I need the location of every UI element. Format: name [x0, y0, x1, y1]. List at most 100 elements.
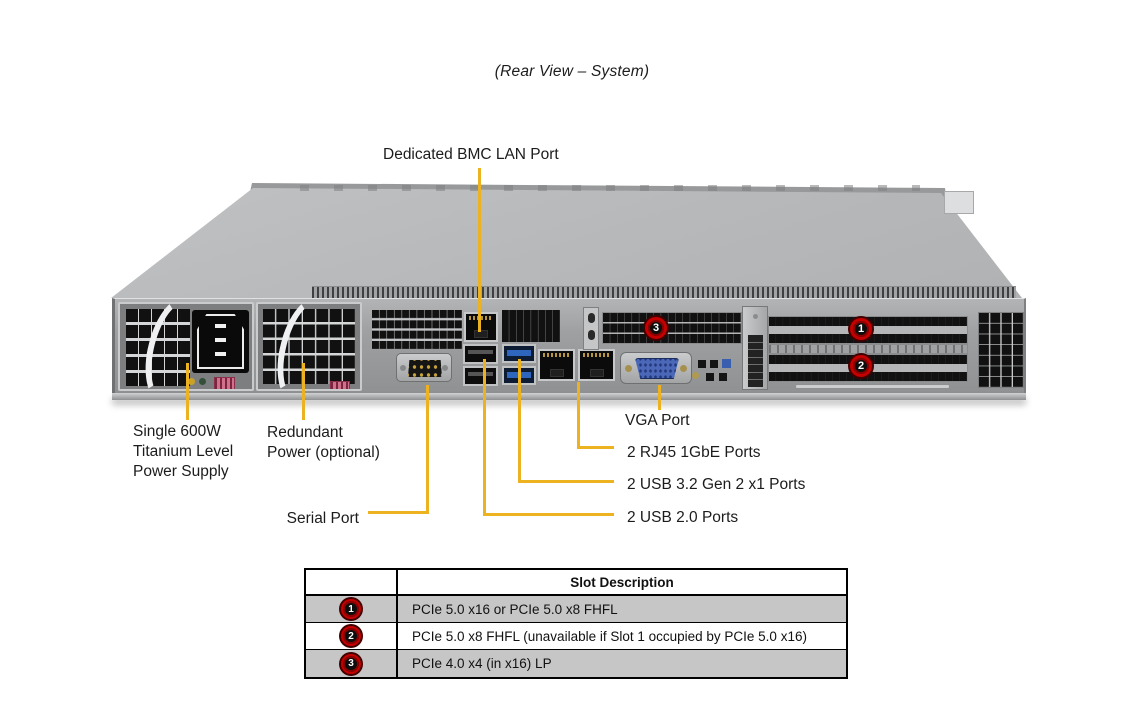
callout-line-serial-v	[426, 385, 429, 514]
psu-led-amber	[188, 378, 195, 385]
figure-caption: (Rear View – System)	[494, 63, 650, 80]
label-vga-port: VGA Port	[625, 412, 690, 429]
redundant-vent-grid	[263, 309, 355, 384]
lp-slot-bracket	[583, 307, 599, 350]
label-redundant: Redundant Power (optional)	[267, 423, 380, 463]
label-serial-port: Serial Port	[286, 510, 359, 527]
ac-inlet-pin	[215, 324, 226, 328]
label-redundant-line1: Redundant	[267, 424, 343, 441]
redundant-psu-bay	[256, 302, 362, 391]
slot-table-header-num-cell	[306, 570, 398, 594]
bmc-lan-port	[464, 312, 498, 342]
slot-number-cell: 2	[306, 623, 398, 649]
callout-line-usb3-h	[518, 480, 614, 483]
label-psu-line3: Power Supply	[133, 463, 229, 480]
io-misc-vent	[719, 373, 727, 381]
callout-line-psu	[186, 363, 189, 420]
callout-line-bmc	[478, 168, 481, 332]
chassis-bottom-lip	[112, 393, 1026, 400]
gbe-port-notch	[549, 369, 564, 377]
slot-description-cell: PCIe 5.0 x16 or PCIe 5.0 x8 FHFL	[412, 601, 618, 617]
slot-description-cell: PCIe 5.0 x8 FHFL (unavailable if Slot 1 …	[412, 628, 807, 644]
bracket-screw	[753, 314, 758, 319]
slot-number-cell: 3	[306, 650, 398, 677]
bmc-lan-pins	[469, 316, 493, 320]
psu-vent-grid	[126, 309, 190, 386]
slot-retention-bar	[795, 384, 950, 389]
slot-number-badge: 3	[341, 653, 361, 674]
ac-inlet-pin	[215, 352, 226, 356]
callout-2: 2	[850, 355, 872, 377]
io-vent-grid-left	[372, 310, 462, 349]
gbe-port-pins	[583, 353, 610, 357]
callout-line-redundant	[302, 363, 305, 420]
bracket-vent-holes	[748, 335, 763, 387]
label-bmc-lan-port: Dedicated BMC LAN Port	[383, 146, 559, 163]
usb2-port-top	[463, 344, 498, 364]
label-psu: Single 600W Titanium Level Power Supply	[133, 422, 233, 482]
uid-led	[692, 372, 699, 379]
table-row: 3 PCIe 4.0 x4 (in x16) LP	[306, 650, 846, 677]
io-misc-vent	[698, 360, 706, 368]
redundant-latch	[330, 381, 350, 389]
usb2-tongue	[468, 350, 493, 354]
slot-table-header: Slot Description	[306, 570, 846, 596]
slot-table-header-label: Slot Description	[570, 574, 674, 590]
gbe-port-pins	[543, 353, 570, 357]
callout-line-usb2-v	[483, 359, 486, 516]
vga-screw	[680, 365, 687, 372]
callout-line-rj45-v	[577, 382, 580, 449]
serial-port	[396, 353, 452, 382]
label-usb32-ports: 2 USB 3.2 Gen 2 x1 Ports	[627, 476, 806, 493]
io-vent-grid-mid	[502, 310, 560, 342]
usb2-tongue	[468, 372, 493, 376]
bmc-lan-notch	[474, 330, 488, 338]
label-rj45-ports: 2 RJ45 1GbE Ports	[627, 444, 761, 461]
chassis-rear-tab	[944, 191, 974, 214]
psu-module	[118, 302, 254, 391]
ac-inlet-pin	[215, 338, 226, 342]
slot-number-cell: 1	[306, 596, 398, 622]
slot-separator	[768, 344, 968, 354]
io-misc-vent	[710, 360, 718, 368]
slot-table: Slot Description 1 PCIe 5.0 x16 or PCIe …	[304, 568, 848, 679]
ac-inlet-outline	[197, 314, 244, 369]
serial-port-pins	[408, 360, 442, 377]
callout-1: 1	[850, 318, 872, 340]
gbe-port-2	[578, 349, 615, 381]
table-row: 1 PCIe 5.0 x16 or PCIe 5.0 x8 FHFL	[306, 596, 846, 623]
serial-screw	[442, 365, 448, 371]
ac-inlet	[192, 310, 249, 373]
callout-line-usb2-h	[483, 513, 614, 516]
callout-line-serial-h	[368, 511, 429, 514]
gbe-port-1	[538, 349, 575, 381]
bracket-slot-hole	[588, 330, 595, 340]
usb2-port-bottom	[463, 366, 498, 386]
label-psu-line2: Titanium Level	[133, 443, 234, 460]
bracket-slot-hole	[588, 313, 595, 323]
psu-led-green	[199, 378, 206, 385]
vga-port-pins	[635, 358, 679, 379]
lp-slot-vent-cover	[602, 312, 742, 344]
psu-latch	[214, 377, 235, 389]
callout-line-rj45-h	[577, 446, 614, 449]
label-psu-line1: Single 600W	[133, 423, 221, 440]
table-row: 2 PCIe 5.0 x8 FHFL (unavailable if Slot …	[306, 623, 846, 650]
callout-line-vga	[658, 385, 661, 410]
io-misc-header	[722, 359, 731, 368]
slot-number-badge: 2	[341, 626, 361, 646]
vga-screw	[625, 365, 632, 372]
slot-number-badge: 1	[341, 599, 361, 619]
usb3-tongue	[507, 350, 531, 356]
gbe-port-notch	[589, 369, 604, 377]
serial-screw	[400, 365, 406, 371]
rear-vent-block	[978, 312, 1024, 388]
callout-line-usb3-v	[518, 359, 521, 483]
vga-port	[620, 352, 692, 384]
label-usb20-ports: 2 USB 2.0 Ports	[627, 509, 739, 526]
fh-slot-bracket	[742, 306, 768, 390]
callout-3: 3	[645, 317, 667, 339]
io-misc-vent	[706, 373, 714, 381]
